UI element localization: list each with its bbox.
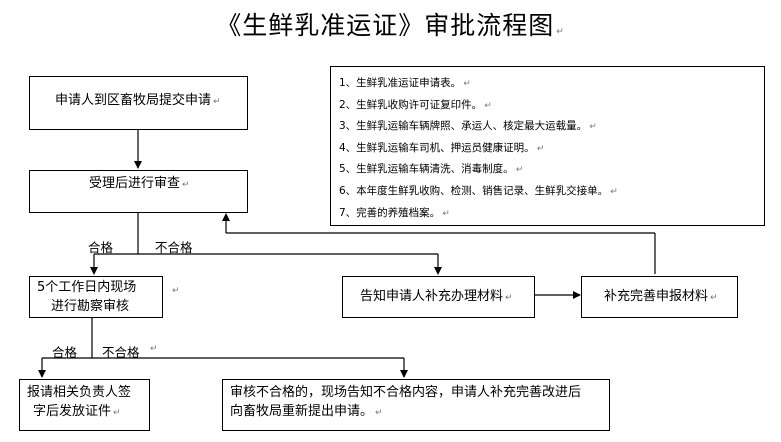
step-supplement-text: 补充完善申报材料↵ xyxy=(604,289,718,304)
requirement-item-2: 2、生鲜乳收购许可证复印件。↵ xyxy=(339,98,492,111)
requirements-list: 1、生鲜乳准运证申请表。↵ 2、生鲜乳收购许可证复印件。↵ 3、生鲜乳运输车辆牌… xyxy=(339,73,618,224)
step-review-box xyxy=(29,170,248,213)
step-site-box xyxy=(29,276,163,318)
label-fail-1: 不合格 xyxy=(155,240,193,255)
paragraph-mark: ↵ xyxy=(556,27,565,37)
paragraph-mark-site: ↵ xyxy=(172,286,180,296)
step-issue-box xyxy=(19,379,150,431)
requirements-box xyxy=(330,66,765,226)
requirement-item-7: 7、完善的养殖档案。↵ xyxy=(339,206,450,219)
step-supplement-box xyxy=(581,276,738,318)
step-apply-text: 申请人到区畜牧局提交申请↵ xyxy=(55,93,221,108)
requirement-item-1: 1、生鲜乳准运证申请表。↵ xyxy=(339,77,471,89)
step-site-text: 5个工作日内现场 进行勘察审核 xyxy=(37,280,137,314)
step-review-text: 受理后进行审查↵ xyxy=(89,176,190,191)
page-title: 《生鲜乳准运证》审批流程图↵ xyxy=(216,11,565,40)
step-notify-text: 告知申请人补充办理材料↵ xyxy=(360,289,513,304)
step-issue-text: 报请相关负责人签 字后发放证件↵ xyxy=(27,385,132,419)
step-reject-text: 审核不合格的，现场告知不合格内容，申请人补充完善改进后 向畜牧局重新提出申请。↵ xyxy=(230,385,582,419)
requirement-item-4: 4、生鲜乳运输车司机、押运员健康证明。↵ xyxy=(339,141,545,154)
requirement-item-5: 5、生鲜乳运输车辆清洗、消毒制度。↵ xyxy=(339,163,524,176)
requirement-item-6: 6、本年度生鲜乳收购、检测、销售记录、生鲜乳交接单。↵ xyxy=(339,184,618,197)
label-pass-1: 合格 xyxy=(88,240,114,255)
step-apply-box xyxy=(29,76,248,130)
label-pass-2: 合格 xyxy=(52,345,78,360)
step-reject-box xyxy=(222,379,610,431)
requirement-item-3: 3、生鲜乳运输车辆牌照、承运人、核定最大运载量。↵ xyxy=(339,120,597,133)
paragraph-mark-labels: ↵ xyxy=(150,344,158,354)
step-notify-box xyxy=(342,276,535,318)
label-fail-2: 不合格 xyxy=(102,345,140,360)
